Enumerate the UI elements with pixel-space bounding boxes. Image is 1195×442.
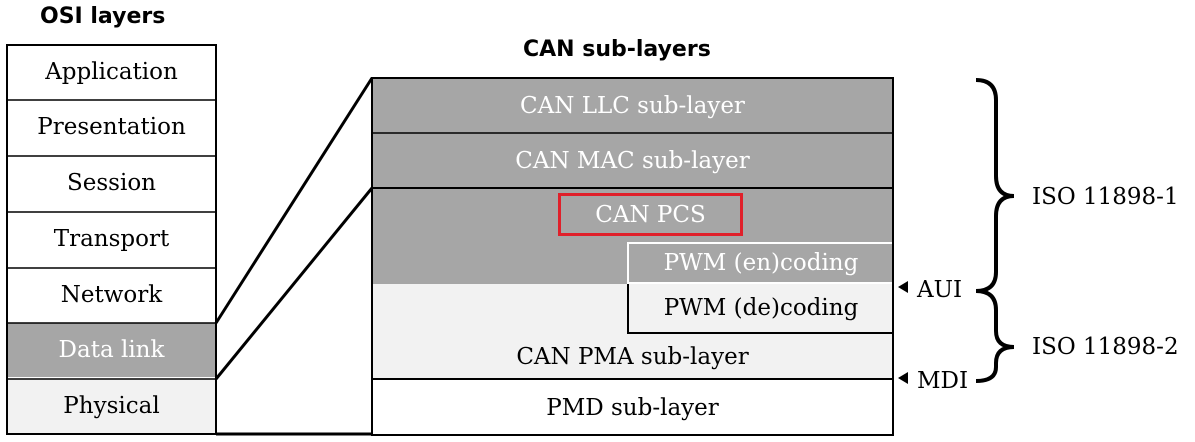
osi-layer-presentation: Presentation	[7, 100, 216, 154]
pwm-encoding-box: PWM (en)coding	[627, 242, 893, 284]
pwm-decoding-box: PWM (de)coding	[627, 284, 893, 334]
can-mac-sublayer: CAN MAC sub-layer	[372, 133, 893, 188]
iso-11898-1-label: ISO 11898-1	[1032, 184, 1179, 210]
osi-layer-transport: Transport	[7, 212, 216, 266]
osi-layer-physical: Physical	[7, 379, 216, 433]
aui-label: AUI	[917, 277, 963, 303]
osi-layer-data-link: Data link	[7, 323, 216, 377]
can-pma-label: CAN PMA sub-layer	[516, 344, 749, 370]
can-llc-sublayer: CAN LLC sub-layer	[372, 78, 893, 133]
mdi-label: MDI	[917, 368, 969, 394]
osi-title: OSI layers	[40, 4, 166, 29]
can-pcs-label: CAN PCS	[558, 193, 743, 236]
osi-layer-session: Session	[7, 156, 216, 210]
osi-layer-application: Application	[7, 45, 216, 99]
pmd-label: PMD sub-layer	[546, 395, 719, 421]
osi-layer-network: Network	[7, 268, 216, 322]
iso-11898-2-label: ISO 11898-2	[1032, 334, 1179, 360]
can-title: CAN sub-layers	[523, 37, 711, 62]
pmd-block	[372, 379, 893, 435]
